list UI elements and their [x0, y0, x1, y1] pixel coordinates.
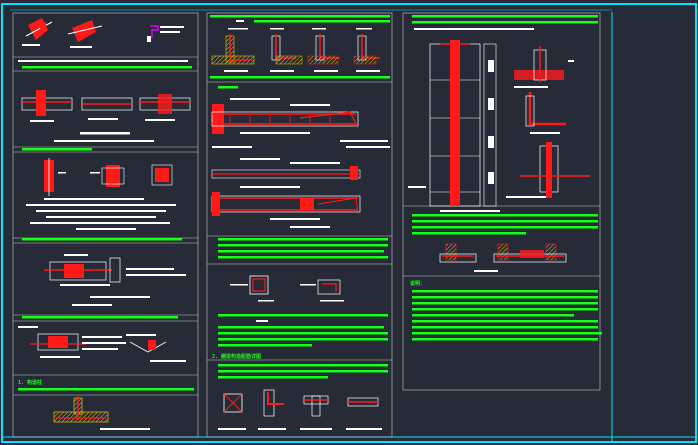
- middle-notes-block-2: [218, 238, 388, 259]
- beam-elevation-2: [211, 158, 361, 228]
- drawing-frame: [1, 3, 697, 443]
- right-notes-block-1: [412, 214, 598, 235]
- column-tie-detail: [230, 275, 344, 302]
- left-top-notes: [18, 60, 192, 69]
- beam-section-details: [21, 90, 191, 142]
- middle-subpanel-lines: [207, 81, 392, 361]
- middle-section-title: 2. 圈梁构造配筋详图: [212, 353, 261, 360]
- middle-top-notes: [210, 15, 390, 23]
- slab-opening-details: [18, 326, 186, 362]
- section-mark-icon: [211, 28, 380, 72]
- beam-elevation-1: [211, 98, 390, 148]
- right-notes-title: 说明：: [410, 280, 425, 287]
- middle-notes-block-1: [210, 76, 390, 89]
- ring-beam-details: [218, 389, 382, 430]
- left-lower-note: [18, 388, 194, 391]
- middle-notes-block-3: [218, 314, 388, 347]
- right-column-panel: [402, 12, 601, 391]
- hatch-pattern-icon: [53, 396, 150, 430]
- middle-column-panel: [206, 12, 393, 438]
- left-mid-note: [22, 148, 92, 151]
- left-section-title: 1. 构造柱: [18, 379, 42, 386]
- left-mid-note-2: [22, 238, 182, 241]
- right-joint-details: [439, 243, 567, 272]
- right-notes-block-2: [412, 290, 602, 341]
- wall-joint-detail: [44, 254, 186, 306]
- tall-column-elevation: [408, 40, 500, 212]
- left-mid-note-3: [22, 316, 178, 319]
- left-column-panel: [12, 12, 199, 438]
- right-wall-details: [506, 46, 590, 198]
- right-top-notes: [412, 15, 598, 30]
- rebar-detail-icon: [22, 18, 184, 48]
- column-elevation-details: [26, 158, 176, 230]
- middle-notes-block-4: [218, 364, 388, 379]
